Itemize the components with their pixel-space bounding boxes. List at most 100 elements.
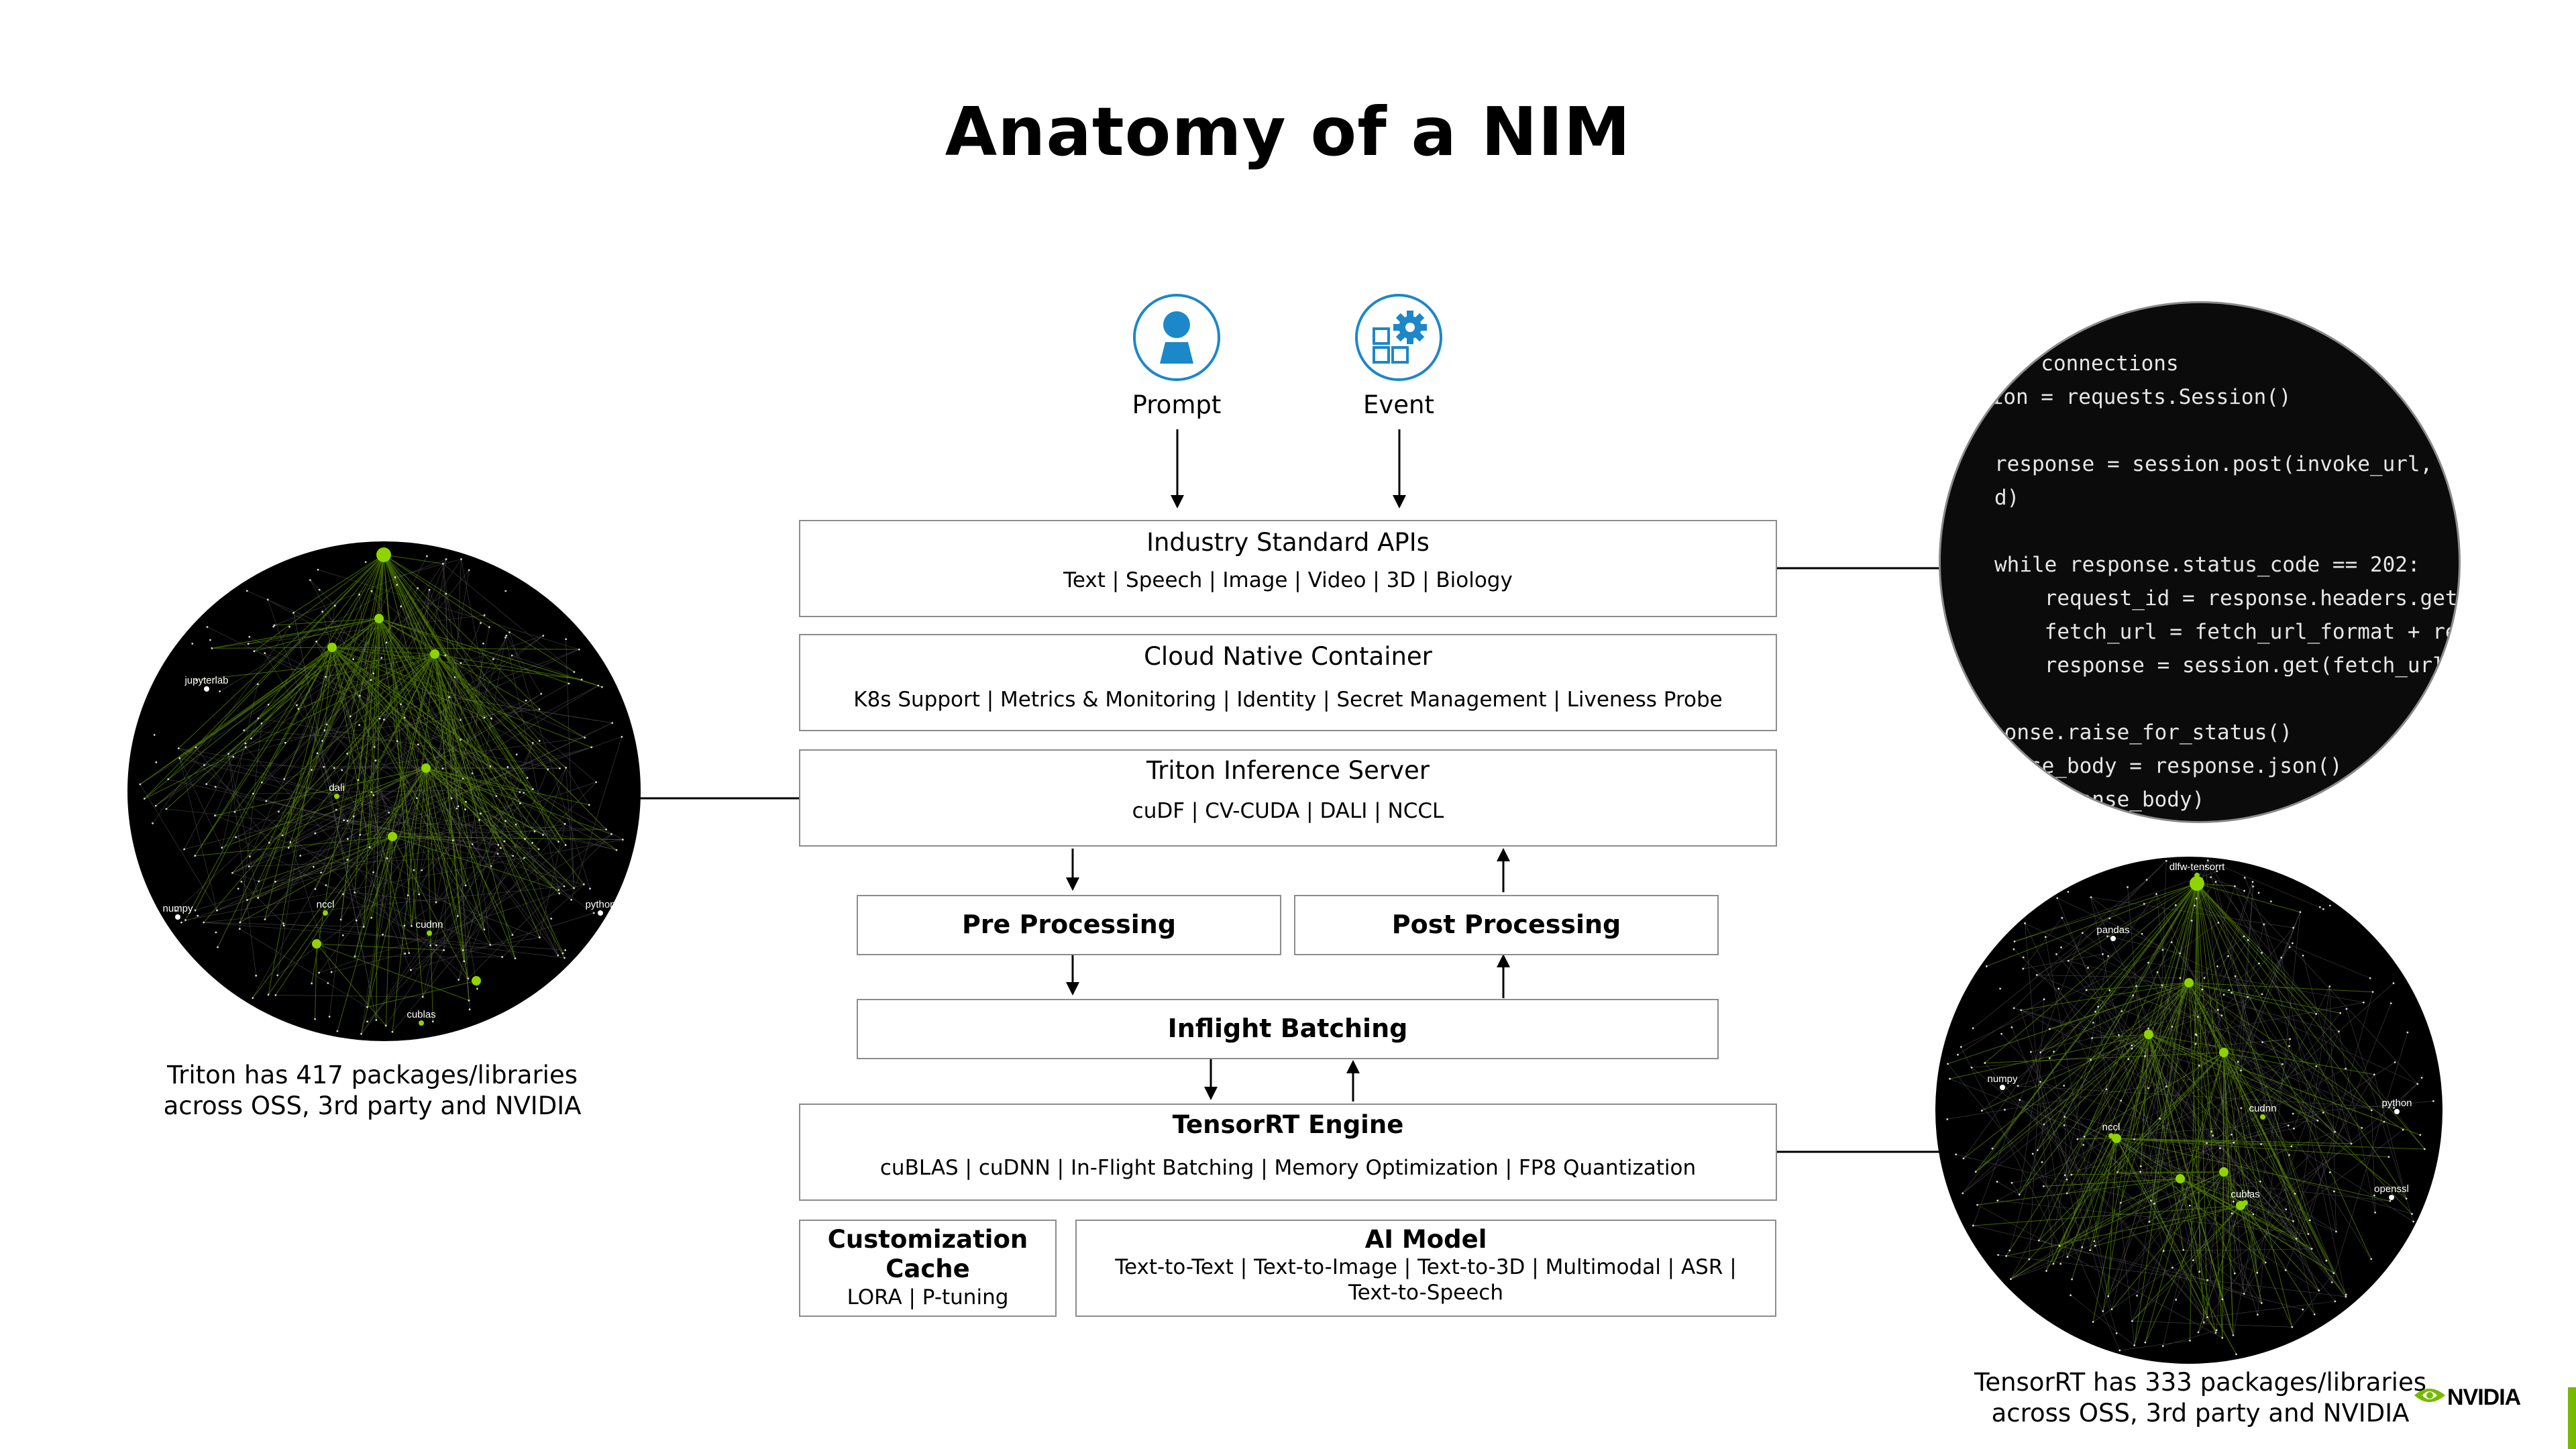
graph-node <box>2240 1107 2243 1110</box>
graph-node <box>357 779 360 782</box>
graph-node <box>206 626 209 629</box>
graph-node <box>1980 1110 1983 1112</box>
graph-node <box>2153 1202 2155 1205</box>
graph-node <box>2161 984 2163 986</box>
graph-node <box>382 933 384 936</box>
graph-node <box>2237 1061 2239 1063</box>
graph-node <box>139 783 142 786</box>
graph-node <box>1974 1171 1977 1173</box>
graph-labeled-node <box>204 686 209 692</box>
graph-node <box>601 686 603 688</box>
graph-node <box>380 657 383 659</box>
graph-node <box>2010 1278 2012 1281</box>
graph-node <box>327 982 329 984</box>
graph-node <box>2292 926 2295 929</box>
graph-node <box>244 742 247 745</box>
graph-node-label: openssl <box>2374 1183 2409 1195</box>
graph-node-label: python <box>2381 1097 2412 1109</box>
graph-node <box>388 811 390 814</box>
industry-apis-box: Industry Standard APIs Text | Speech | I… <box>799 520 1777 617</box>
graph-node <box>2232 1334 2235 1336</box>
graph-node <box>2118 1349 2121 1352</box>
graph-node <box>1949 1077 1951 1080</box>
graph-node <box>2081 1246 2084 1248</box>
graph-node <box>2076 1138 2079 1140</box>
graph-node <box>500 847 502 849</box>
person-icon <box>1160 311 1193 364</box>
graph-node <box>2402 1128 2404 1131</box>
graph-node <box>2147 1087 2149 1089</box>
ai-model-title: AI Model <box>1364 1225 1487 1254</box>
graph-node <box>2214 1332 2217 1334</box>
graph-node <box>366 1020 368 1023</box>
graph-node <box>2307 1233 2310 1235</box>
graph-node <box>214 786 217 788</box>
graph-node <box>240 880 243 883</box>
graph-hub-node <box>327 643 337 652</box>
ai-model-box: AI Model Text-to-Text | Text-to-Image | … <box>1075 1220 1776 1317</box>
graph-node-label: pandas <box>2096 924 2129 936</box>
graph-node <box>417 587 419 590</box>
graph-node <box>209 639 211 641</box>
graph-node <box>2291 1326 2294 1328</box>
graph-node <box>211 647 213 649</box>
graph-node <box>217 946 219 949</box>
graph-node <box>2148 1220 2151 1223</box>
graph-node <box>2234 975 2237 977</box>
graph-node <box>396 584 398 586</box>
graph-node <box>558 892 561 895</box>
graph-node <box>282 922 284 924</box>
graph-node <box>480 622 482 625</box>
graph-node <box>523 857 525 859</box>
graph-node <box>385 641 388 644</box>
graph-node <box>2216 1009 2219 1011</box>
graph-node <box>2263 923 2265 926</box>
graph-node <box>2107 1295 2110 1297</box>
graph-node <box>2198 1271 2201 1273</box>
graph-node <box>215 931 217 934</box>
graph-node <box>370 791 373 794</box>
graph-node <box>273 624 276 627</box>
graph-node <box>468 999 470 1002</box>
graph-node <box>2240 1069 2243 1072</box>
graph-node <box>2170 941 2173 943</box>
graph-node <box>479 812 482 815</box>
graph-node <box>435 901 437 904</box>
graph-node <box>2013 941 2016 943</box>
graph-node <box>2144 1341 2147 1344</box>
graph-node <box>314 1018 317 1020</box>
graph-node <box>265 800 268 802</box>
accent-bar <box>2568 1387 2576 1449</box>
graph-node <box>2182 1248 2185 1251</box>
graph-node <box>2063 1174 2066 1177</box>
graph-node <box>2288 946 2291 949</box>
graph-node <box>2147 961 2149 964</box>
graph-node <box>2067 959 2070 962</box>
graph-node <box>2392 982 2395 985</box>
graph-node <box>194 855 197 857</box>
graph-node <box>2260 1302 2263 1304</box>
graph-node <box>2294 1192 2296 1195</box>
graph-node <box>2171 1267 2174 1269</box>
graph-node <box>284 741 286 744</box>
graph-node <box>276 974 279 977</box>
graph-node <box>2035 974 2038 976</box>
graph-node <box>289 841 292 843</box>
graph-node <box>1976 1203 1978 1206</box>
graph-node <box>2233 885 2236 888</box>
graph-node <box>570 898 573 901</box>
graph-node <box>2231 1212 2233 1215</box>
graph-node <box>2217 922 2220 924</box>
graph-node <box>2335 1230 2337 1233</box>
graph-node <box>238 928 241 930</box>
graph-node <box>335 808 337 811</box>
graph-node <box>2334 1300 2337 1303</box>
graph-node <box>175 910 178 912</box>
graph-node <box>2127 1058 2130 1061</box>
graph-node <box>267 704 270 706</box>
graph-node <box>460 718 462 721</box>
graph-node <box>2227 955 2229 957</box>
graph-node <box>542 635 545 637</box>
graph-node <box>2052 1263 2055 1265</box>
graph-node <box>1962 1192 1964 1195</box>
